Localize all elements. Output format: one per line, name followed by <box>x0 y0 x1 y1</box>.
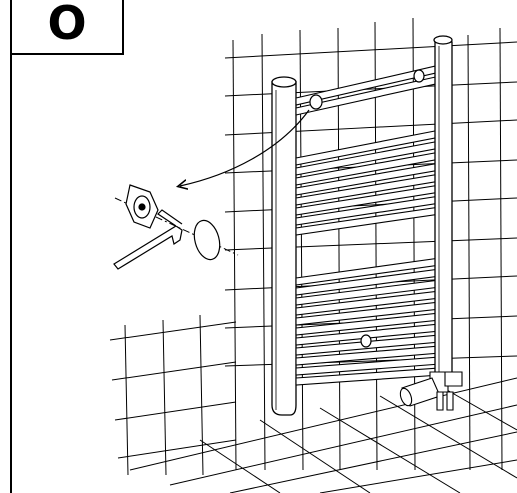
floor-tiles <box>129 377 517 493</box>
radiator-right-rail <box>433 35 453 376</box>
radiator-valves <box>399 371 463 411</box>
bracket-holes <box>309 69 425 348</box>
curved-arrow-icon <box>180 109 310 186</box>
wall-tiles-left <box>109 314 237 476</box>
step-label: O <box>47 0 87 50</box>
cover-cap-icon <box>193 219 221 261</box>
page-border <box>10 0 12 493</box>
step-indicator: O <box>10 0 124 55</box>
wall-bracket-with-hex-key-icon <box>113 184 183 270</box>
radiator-left-rail <box>271 76 297 416</box>
